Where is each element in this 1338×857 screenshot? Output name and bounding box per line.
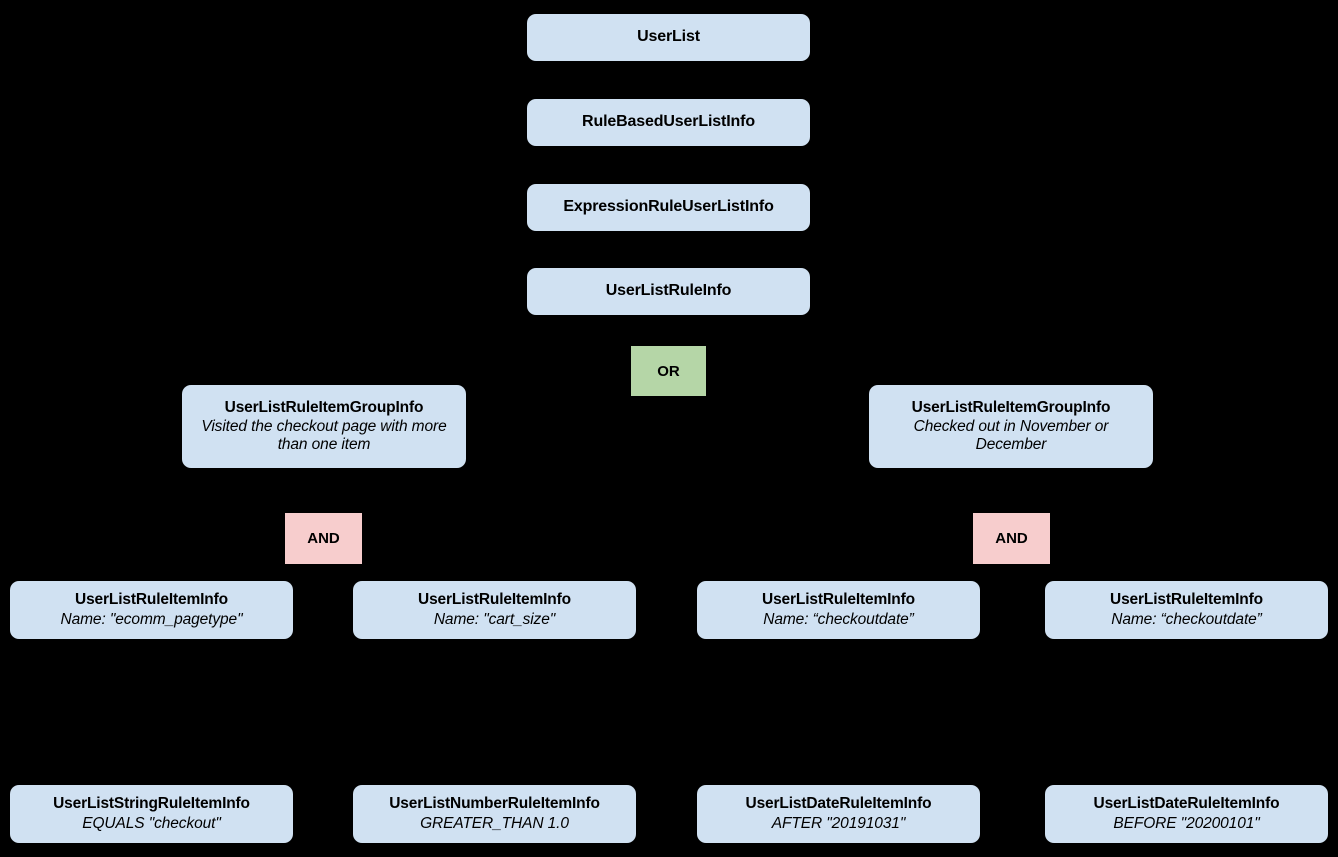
node-title: UserListRuleItemInfo — [762, 591, 915, 609]
node-subtitle: Checked out in November or December — [913, 417, 1109, 454]
operator-and-right[interactable]: AND — [973, 513, 1050, 564]
node-rule-item-1[interactable]: UserListRuleItemInfo Name: "ecomm_pagety… — [10, 581, 293, 639]
node-title: UserListRuleInfo — [605, 282, 732, 300]
operator-and-left[interactable]: AND — [285, 513, 362, 564]
node-title: UserListNumberRuleItemInfo — [389, 795, 600, 813]
node-title: UserListRuleItemInfo — [75, 591, 228, 609]
node-subtitle: GREATER_THAN 1.0 — [420, 814, 569, 832]
node-subtitle: AFTER "20191031" — [771, 814, 906, 832]
node-title: UserList — [637, 28, 700, 46]
node-leaf-date-rule-item-before[interactable]: UserListDateRuleItemInfo BEFORE "2020010… — [1045, 785, 1328, 843]
node-group-left[interactable]: UserListRuleItemGroupInfo Visited the ch… — [182, 385, 466, 468]
node-title: UserListDateRuleItemInfo — [745, 795, 932, 813]
node-title: ExpressionRuleUserListInfo — [563, 198, 774, 216]
node-leaf-string-rule-item[interactable]: UserListStringRuleItemInfo EQUALS "check… — [10, 785, 293, 843]
operator-label: AND — [995, 530, 1028, 547]
node-subtitle: Name: “checkoutdate” — [763, 610, 914, 628]
node-leaf-date-rule-item-after[interactable]: UserListDateRuleItemInfo AFTER "20191031… — [697, 785, 980, 843]
node-userlistruleinfo[interactable]: UserListRuleInfo — [527, 268, 810, 315]
node-title: UserListRuleItemInfo — [418, 591, 571, 609]
node-subtitle: Visited the checkout page with more than… — [201, 417, 447, 454]
operator-label: AND — [307, 530, 340, 547]
node-rulebaseduserlistinfo[interactable]: RuleBasedUserListInfo — [527, 99, 810, 146]
node-leaf-number-rule-item[interactable]: UserListNumberRuleItemInfo GREATER_THAN … — [353, 785, 636, 843]
node-title: UserListStringRuleItemInfo — [53, 795, 250, 813]
node-group-right[interactable]: UserListRuleItemGroupInfo Checked out in… — [869, 385, 1153, 468]
node-subtitle: BEFORE "20200101" — [1113, 814, 1260, 832]
node-title: UserListRuleItemInfo — [1110, 591, 1263, 609]
node-subtitle: Name: "ecomm_pagetype" — [60, 610, 243, 628]
node-title: RuleBasedUserListInfo — [582, 113, 755, 131]
operator-label: OR — [657, 362, 680, 380]
node-subtitle: Name: “checkoutdate” — [1111, 610, 1262, 628]
node-rule-item-2[interactable]: UserListRuleItemInfo Name: "cart_size" — [353, 581, 636, 639]
node-title: UserListRuleItemGroupInfo — [911, 398, 1111, 416]
node-title: UserListRuleItemGroupInfo — [224, 398, 424, 416]
node-rule-item-3[interactable]: UserListRuleItemInfo Name: “checkoutdate… — [697, 581, 980, 639]
operator-or[interactable]: OR — [631, 346, 706, 396]
node-subtitle: EQUALS "checkout" — [82, 814, 221, 832]
node-title: UserListDateRuleItemInfo — [1093, 795, 1280, 813]
node-expressionruleuserlistinfo[interactable]: ExpressionRuleUserListInfo — [527, 184, 810, 231]
node-subtitle: Name: "cart_size" — [433, 610, 556, 628]
node-rule-item-4[interactable]: UserListRuleItemInfo Name: “checkoutdate… — [1045, 581, 1328, 639]
node-userlist[interactable]: UserList — [527, 14, 810, 61]
